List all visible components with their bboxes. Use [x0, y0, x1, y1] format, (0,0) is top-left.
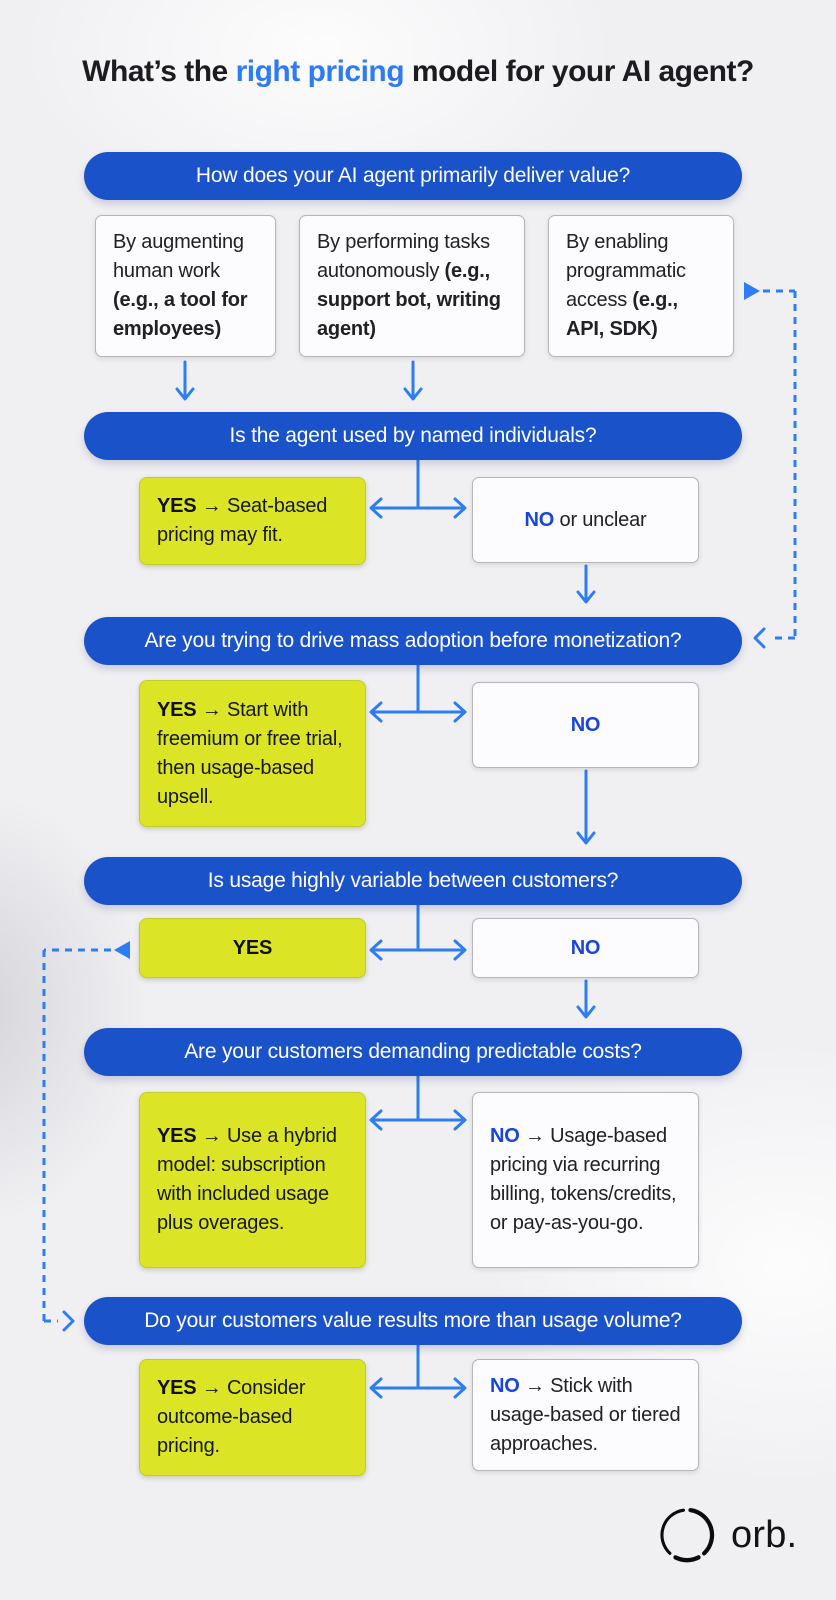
down-arrow-no-variable-usage — [576, 979, 596, 1019]
question-pill-results-over-usage: Do your customers value results more tha… — [84, 1297, 742, 1345]
answer-text: NO — [571, 934, 601, 963]
down-arrow-augmenting — [175, 360, 195, 401]
option-bold: (e.g., API, SDK) — [566, 289, 678, 340]
answer-rest: → Usage-based pricing via recurring bill… — [490, 1125, 677, 1234]
answer-rest: → Seat-based pricing may fit. — [157, 495, 328, 546]
answer-rest: → Use a hybrid model: subscription with … — [157, 1125, 337, 1234]
yes-label: YES — [157, 1377, 197, 1399]
question-pill-mass-adoption: Are you trying to drive mass adoption be… — [84, 617, 742, 665]
split-connector-mass-adoption — [369, 663, 467, 723]
answer-text: NO → Usage-based pricing via recurring b… — [490, 1122, 681, 1238]
option-text: By performing tasks autonomously (e.g., … — [317, 228, 507, 344]
orb-wordmark: orb. — [731, 1513, 798, 1556]
down-arrow-no-unclear — [576, 564, 596, 604]
answer-yes-freemium: YES → Start with freemium or free trial,… — [139, 680, 366, 827]
option-plain: By augmenting human work — [113, 231, 244, 282]
answer-no-or-unclear: NO or unclear — [472, 477, 699, 563]
answer-yes-hybrid-model: YES → Use a hybrid model: subscription w… — [139, 1092, 366, 1268]
yes-label: YES — [157, 495, 197, 517]
split-connector-results-over-usage — [369, 1343, 467, 1399]
answer-rest: or unclear — [559, 508, 647, 531]
answer-no-variable-usage: NO — [472, 918, 699, 978]
split-connector-predictable-costs — [369, 1074, 467, 1131]
answer-no-usage-based: NO → Usage-based pricing via recurring b… — [472, 1092, 699, 1268]
answer-text: NO or unclear — [525, 506, 647, 535]
page-title: What’s the right pricing model for your … — [0, 55, 836, 89]
option-augmenting-human-work: By augmenting human work (e.g., a tool f… — [95, 215, 276, 357]
split-connector-variable-usage — [369, 903, 467, 961]
answer-text: NO → Stick with usage-based or tiered ap… — [490, 1372, 681, 1459]
title-post: model for your AI agent? — [404, 55, 754, 88]
answer-text: YES → Start with freemium or free trial,… — [157, 696, 348, 812]
down-arrow-no-mass-adoption — [576, 769, 596, 845]
orb-logo: orb. — [658, 1506, 797, 1564]
option-text: By augmenting human work (e.g., a tool f… — [113, 228, 258, 344]
option-text: By enabling programmatic access (e.g., A… — [566, 228, 716, 344]
title-highlight: right pricing — [235, 55, 405, 88]
answer-text: NO — [571, 711, 601, 740]
option-bold: (e.g., a tool for employees) — [113, 289, 248, 340]
title-pre: What’s the — [82, 55, 236, 88]
answer-text: YES → Seat-based pricing may fit. — [157, 492, 348, 550]
answer-no-stick-usage-based: NO → Stick with usage-based or tiered ap… — [472, 1359, 699, 1471]
question-pill-variable-usage: Is usage highly variable between custome… — [84, 857, 742, 905]
split-connector-named-individuals — [369, 458, 467, 519]
yes-label: YES — [157, 698, 197, 721]
dashed-route-programmatic-to-mass-adoption — [744, 282, 797, 649]
answer-rest: → Start with freemium or free trial, the… — [157, 698, 343, 808]
no-label: NO — [490, 1374, 520, 1397]
no-label: NO — [570, 936, 601, 959]
answer-yes-outcome-based: YES → Consider outcome-based pricing. — [139, 1359, 366, 1476]
answer-yes-seat-based: YES → Seat-based pricing may fit. — [139, 477, 366, 565]
yes-label: YES — [232, 936, 273, 959]
down-arrow-autonomous — [403, 360, 423, 401]
option-plain: By enabling programmatic access — [566, 231, 686, 311]
question-pill-named-individuals: Is the agent used by named individuals? — [84, 412, 742, 460]
orb-logo-icon — [660, 1508, 715, 1563]
answer-no-mass-adoption: NO — [472, 682, 699, 768]
option-plain: By performing tasks autonomously — [317, 231, 490, 282]
answer-text: YES — [232, 934, 273, 963]
dashed-route-yes-to-results-over-usage — [42, 941, 130, 1332]
no-label: NO — [490, 1125, 520, 1147]
option-bold: (e.g., support bot, writing agent) — [317, 260, 501, 340]
answer-rest: → Stick with usage-based or tiered appro… — [490, 1374, 681, 1455]
no-label: NO — [570, 713, 601, 736]
answer-rest: → Consider outcome-based pricing. — [157, 1377, 306, 1457]
answer-text: YES → Consider outcome-based pricing. — [157, 1374, 348, 1461]
yes-label: YES — [157, 1125, 197, 1147]
option-programmatic-access: By enabling programmatic access (e.g., A… — [548, 215, 734, 357]
question-pill-predictable-costs: Are your customers demanding predictable… — [84, 1028, 742, 1076]
answer-yes-variable-usage: YES — [139, 918, 366, 978]
no-label: NO — [524, 508, 555, 531]
question-pill-deliver-value: How does your AI agent primarily deliver… — [84, 152, 742, 200]
option-tasks-autonomously: By performing tasks autonomously (e.g., … — [299, 215, 525, 357]
answer-text: YES → Use a hybrid model: subscription w… — [157, 1122, 348, 1238]
